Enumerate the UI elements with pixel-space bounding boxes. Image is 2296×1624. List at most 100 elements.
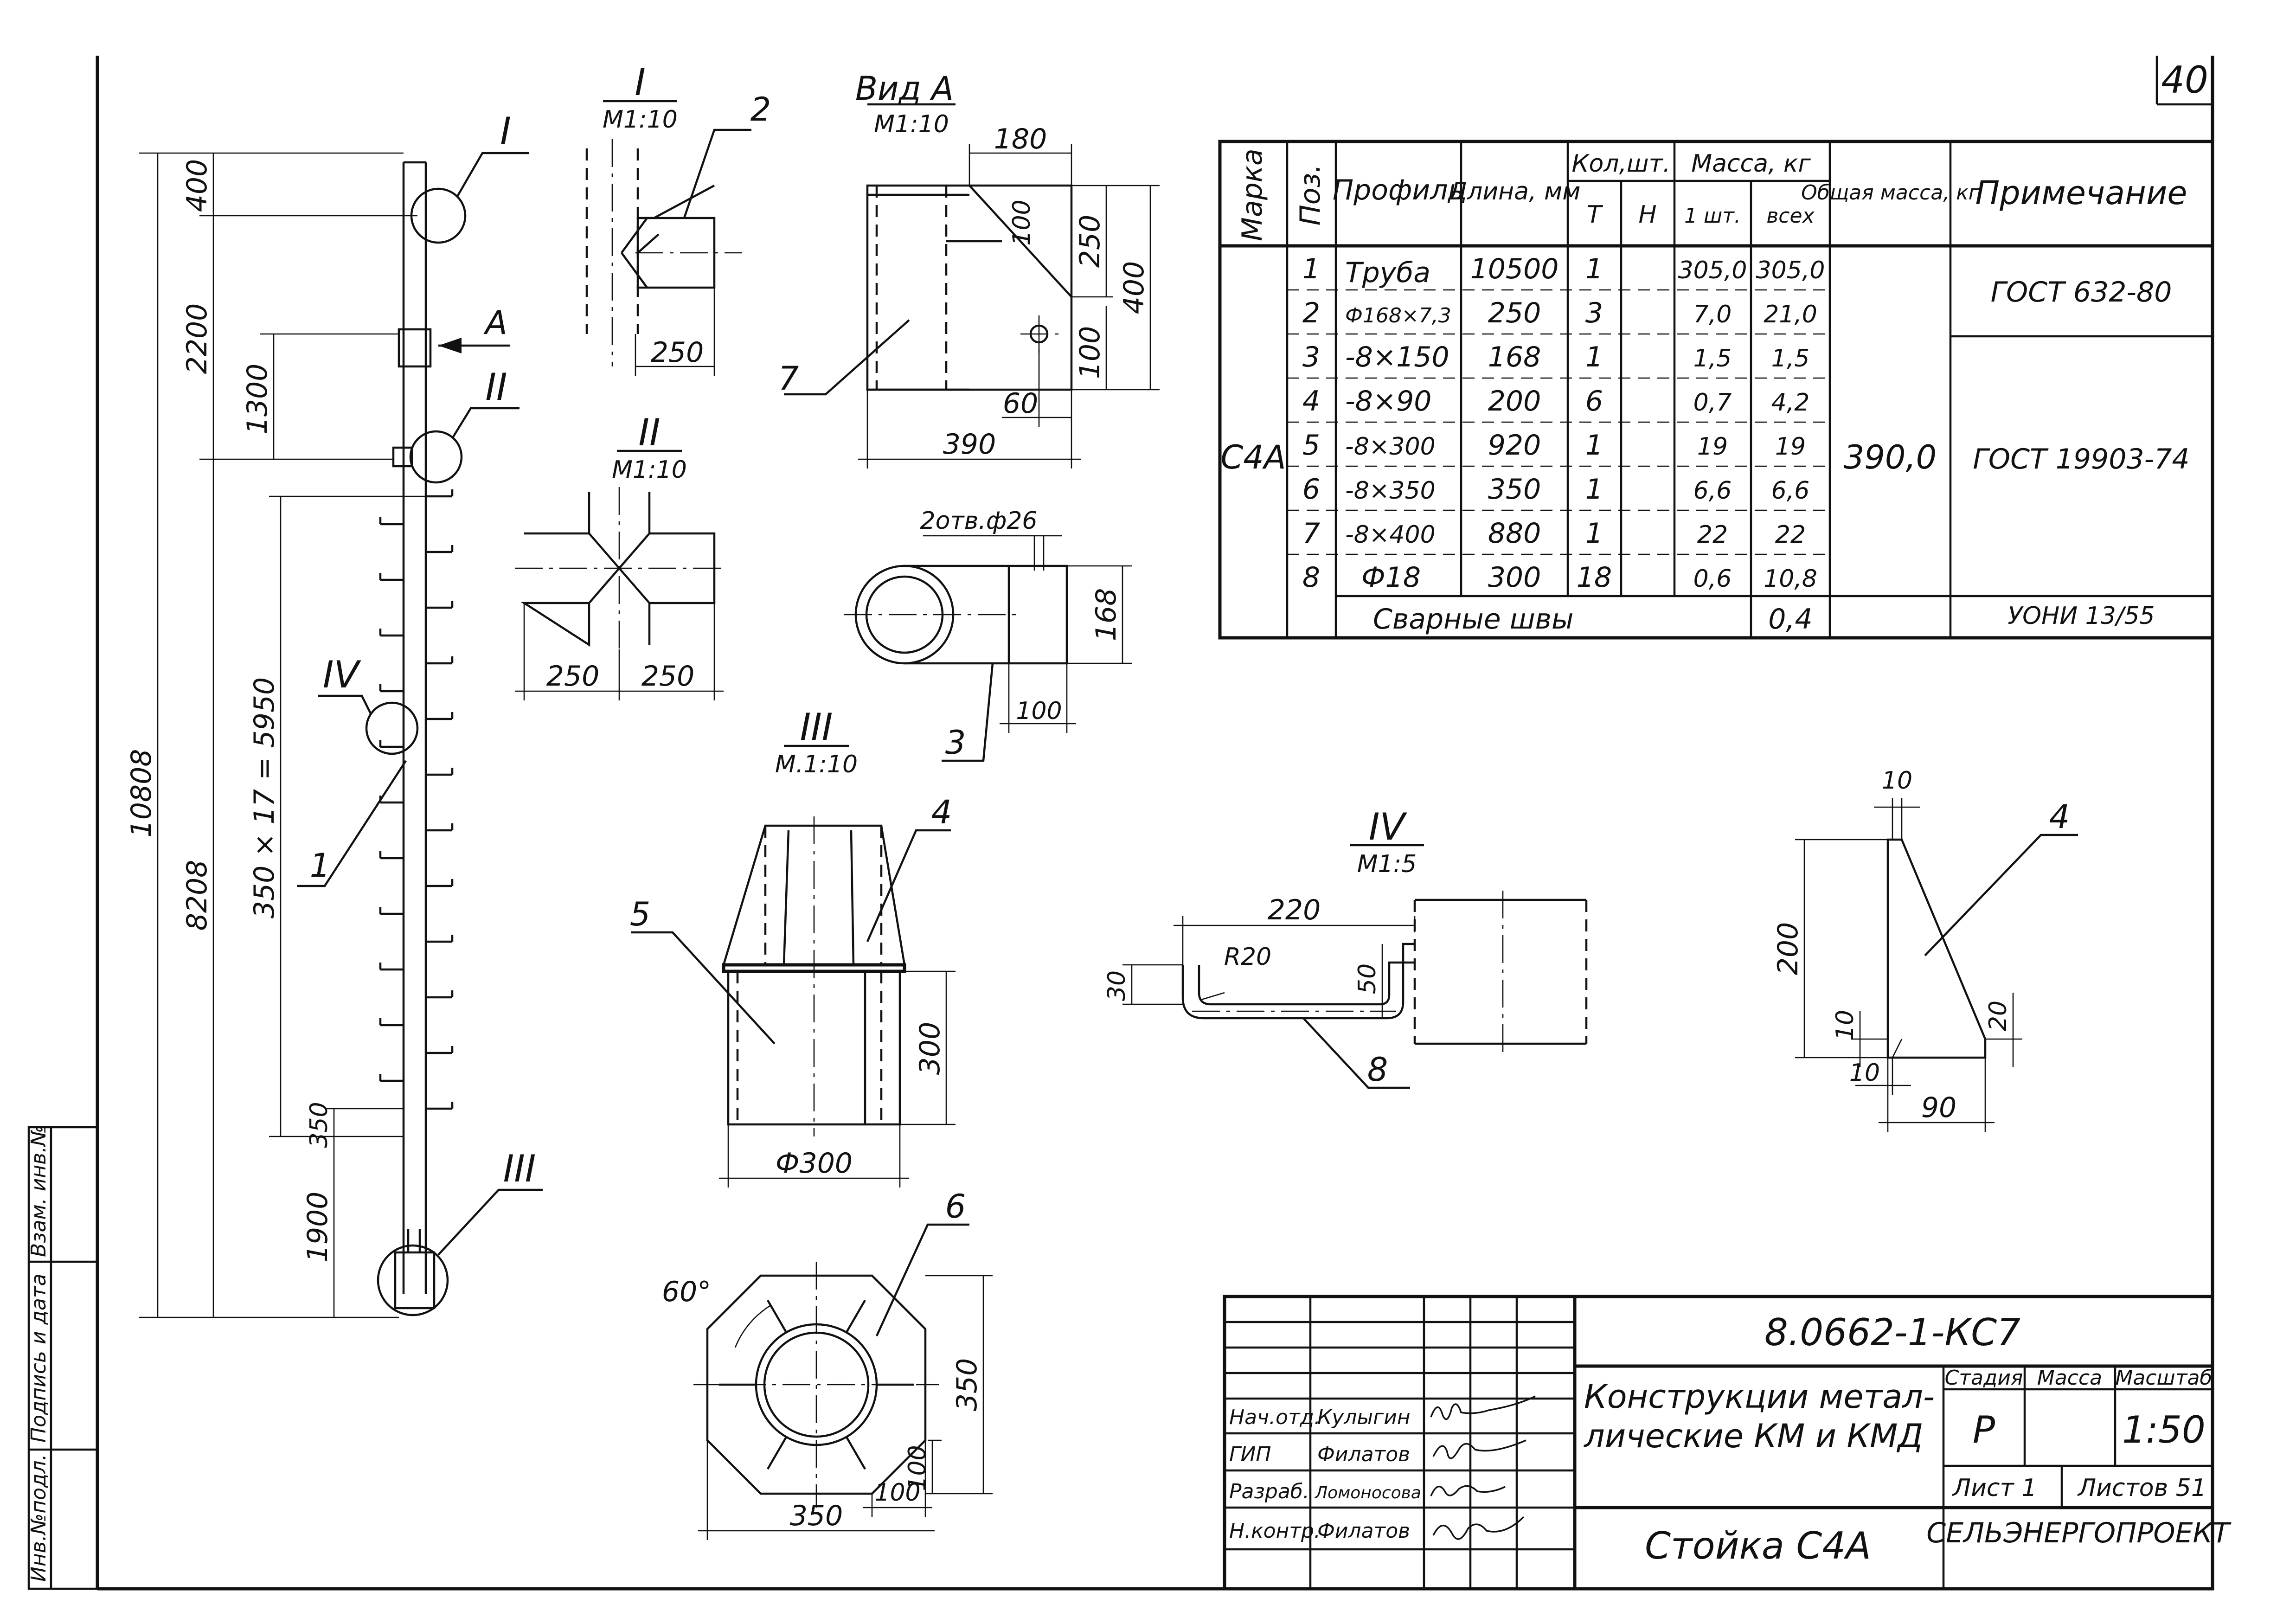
signature-2	[1432, 1439, 1526, 1459]
row-mark: С4А	[1220, 438, 1286, 476]
row7-all: 22	[1775, 521, 1806, 549]
column-elevation: I II IV III 1 A 10808 400 2200 1300 8208…	[125, 109, 543, 1318]
part-3-dim-168: 168	[1090, 588, 1122, 642]
table-row: 6 -8×350 350 1 6,6 6,6	[1302, 473, 1809, 506]
node-IV-radius: R20	[1224, 943, 1271, 971]
signature-1	[1430, 1395, 1536, 1420]
part-4-pos4: 4	[2049, 798, 2070, 836]
header-qty-n: Н	[1638, 201, 1656, 229]
view-a-dim-180: 180	[994, 123, 1047, 155]
header-qty: Кол,шт.	[1572, 150, 1671, 178]
header-qty-t: Т	[1587, 201, 1603, 229]
header-length: Длина, мм	[1447, 178, 1580, 205]
node-I-view: I M1:10 2 250	[585, 61, 771, 376]
stamp-project-line1: Конструкции метал-	[1584, 1378, 1935, 1416]
row7-one: 22	[1697, 521, 1728, 549]
table-row: 7 -8×400 880 1 22 22	[1302, 517, 1806, 550]
part-3-holes: 2отв.ф26	[920, 507, 1038, 535]
row3-one: 1,5	[1693, 345, 1732, 372]
header-mass-all: всех	[1766, 204, 1815, 228]
row3-qty: 1	[1585, 341, 1603, 373]
welds-mass: 0,4	[1768, 603, 1812, 635]
stamp-stage-label: Стадия	[1945, 1366, 2023, 1390]
stamp-sheets: Листов 51	[2077, 1474, 2206, 1502]
stamp-name-3: Ломоносова	[1314, 1483, 1421, 1502]
note-uoni: УОНИ 13/55	[2007, 602, 2155, 630]
stamp-role-2: ГИП	[1229, 1443, 1271, 1466]
header-mark: Марка	[1236, 148, 1269, 241]
sheet-frame: 40	[96, 56, 2214, 1591]
row3-all: 1,5	[1771, 345, 1810, 372]
side-stamp-repl: Взам. инв.№	[27, 1125, 51, 1257]
header-note: Примечание	[1975, 174, 2187, 212]
part-6-dim-100v: 100	[904, 1445, 931, 1491]
part-3-pos3: 3	[945, 724, 966, 762]
row1-all: 305,0	[1756, 257, 1825, 284]
row7-length: 880	[1488, 517, 1541, 550]
view-a-dim-400: 400	[1118, 261, 1150, 315]
stamp-name-4: Филатов	[1317, 1519, 1410, 1543]
row5-all: 19	[1775, 433, 1806, 461]
row6-profile: -8×350	[1345, 477, 1436, 505]
dim-2200: 2200	[181, 303, 213, 374]
view-a-pos7: 7	[778, 359, 799, 398]
view-a-dim-100a: 100	[1008, 199, 1036, 245]
row1-qty: 1	[1585, 253, 1603, 285]
callout-II: II	[485, 366, 507, 409]
part-4-dim-20: 20	[1984, 1001, 2012, 1031]
side-stamp: Инв.№подл. Подпись и дата Взам. инв.№	[27, 1125, 99, 1590]
stamp-role-1: Нач.отд.	[1229, 1406, 1321, 1429]
row4-profile: -8×90	[1345, 385, 1431, 417]
node-II-dim-250r: 250	[641, 660, 695, 693]
signature-4	[1432, 1516, 1525, 1540]
dim-10808: 10808	[125, 749, 158, 838]
row5-pos: 5	[1302, 429, 1320, 462]
part-6-pos6: 6	[945, 1188, 966, 1226]
node-I-pos2: 2	[750, 90, 771, 128]
stamp-project-line2: лические КМ и КМД	[1583, 1417, 1923, 1455]
node-IV-scale: M1:5	[1357, 850, 1417, 878]
stamp-role-3: Разраб.	[1229, 1480, 1309, 1503]
stamp-sheet: Лист 1	[1952, 1474, 2037, 1502]
node-II-label: II	[638, 411, 660, 454]
row2-profile: Ф168×7,3	[1345, 304, 1451, 327]
row1-pos: 1	[1302, 253, 1320, 285]
signature-3	[1430, 1485, 1506, 1496]
view-a-arrow-label: A	[483, 304, 507, 342]
part-4-dim-10b: 10	[1849, 1059, 1880, 1087]
part-6-dim-350v: 350	[951, 1358, 983, 1412]
stamp-scale: 1:50	[2122, 1408, 2206, 1451]
row2-one: 7,0	[1693, 301, 1732, 328]
node-II-view: II M1:10 250 250	[515, 411, 724, 700]
node-I-dim-250: 250	[651, 336, 704, 369]
row2-qty: 3	[1585, 297, 1603, 329]
table-row: 5 -8×300 920 1 19 19	[1302, 429, 1806, 462]
row4-pos: 4	[1302, 385, 1320, 417]
row6-one: 6,6	[1693, 477, 1732, 505]
row6-length: 350	[1488, 473, 1541, 506]
node-III-dim-300: 300	[914, 1022, 946, 1075]
row4-qty: 6	[1585, 385, 1603, 417]
stamp-code: 8.0662-1-КС7	[1764, 1311, 2020, 1354]
callout-III: III	[503, 1147, 536, 1190]
header-total: Общая масса, кг	[1801, 181, 1980, 205]
row6-qty: 1	[1585, 473, 1603, 506]
row8-length: 300	[1488, 561, 1541, 594]
part-6-angle: 60°	[662, 1276, 711, 1308]
stamp-name-1: Кулыгин	[1317, 1406, 1411, 1429]
part-4-dim-90: 90	[1921, 1091, 1956, 1124]
dim-8208: 8208	[181, 860, 213, 931]
part-4-view: 10 4 200 10 20 10 90	[1772, 767, 2078, 1132]
side-stamp-inv: Инв.№подл.	[27, 1454, 51, 1582]
row8-all: 10,8	[1764, 565, 1817, 593]
node-III-pos4: 4	[931, 793, 952, 831]
row3-length: 168	[1488, 341, 1541, 373]
page-number: 40	[2161, 58, 2208, 102]
row8-qty: 18	[1577, 561, 1612, 594]
row5-qty: 1	[1585, 429, 1603, 462]
row8-pos: 8	[1302, 561, 1320, 594]
dim-350-step: 350	[305, 1102, 333, 1148]
callout-I: I	[500, 109, 511, 153]
stamp-scale-label: Масштаб	[2115, 1366, 2212, 1390]
view-A: Вид А М1:10 7 180 100 250 100 400 60	[778, 70, 1160, 469]
